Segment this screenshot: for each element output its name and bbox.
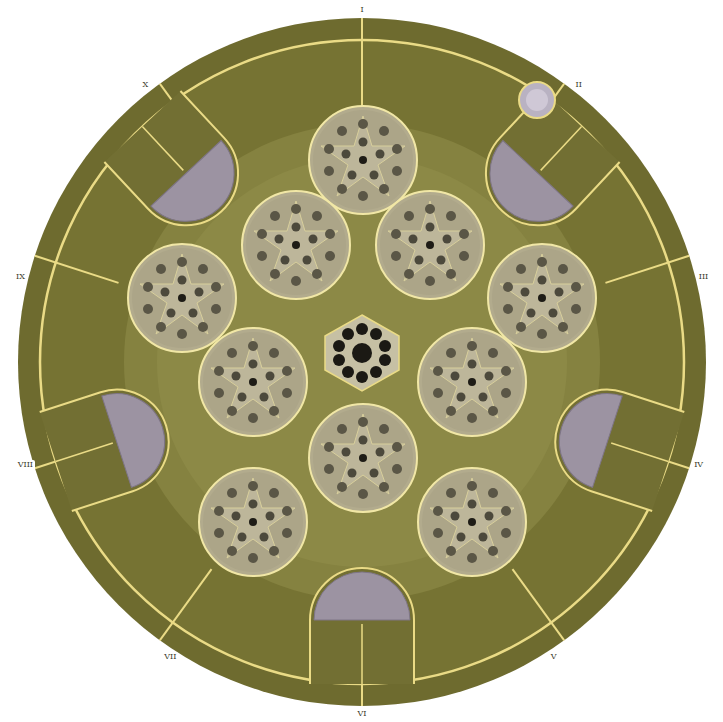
rim-number: II	[574, 80, 584, 90]
rim-number: III	[697, 272, 710, 282]
rim-number: IV	[692, 460, 705, 470]
rim-number: X	[140, 80, 150, 90]
rim-number: IX	[14, 272, 27, 282]
rim-number: VI	[356, 709, 369, 719]
rim-number: VIII	[16, 460, 35, 470]
rim-number: V	[549, 652, 559, 662]
rim-number: VII	[162, 652, 178, 662]
rim-number: I	[358, 5, 365, 15]
